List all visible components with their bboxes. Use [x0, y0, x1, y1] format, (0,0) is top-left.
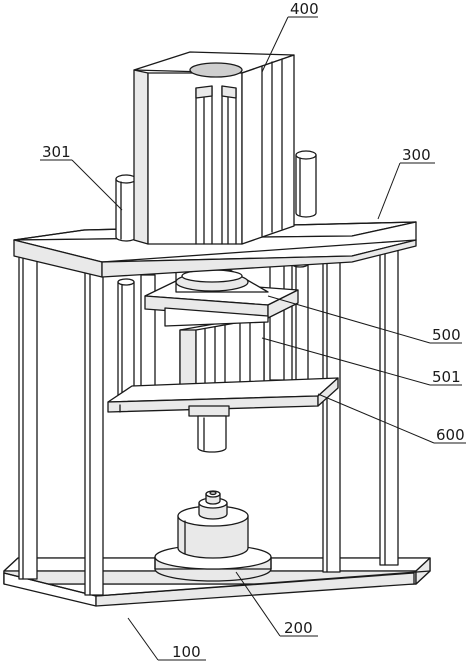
label-600: 600: [436, 426, 465, 444]
label-200: 200: [284, 619, 313, 637]
back-columns: [18, 239, 341, 580]
leader-lines: [40, 16, 466, 661]
reference-labels: 400 301 300 500 501 600 200 100: [42, 0, 465, 661]
label-400: 400: [290, 0, 319, 18]
label-100: 100: [172, 643, 201, 661]
upper-plate: [144, 269, 299, 327]
label-301: 301: [42, 143, 71, 161]
label-501: 501: [432, 368, 461, 386]
lower-plate: [107, 377, 339, 413]
lower-punch: [188, 405, 230, 453]
label-300: 300: [402, 146, 431, 164]
main-cylinder: [133, 51, 295, 245]
work-table: [154, 490, 272, 582]
top-posts: [115, 150, 317, 242]
front-columns: [84, 246, 399, 596]
label-500: 500: [432, 326, 461, 344]
cylinder-501: [179, 317, 265, 399]
